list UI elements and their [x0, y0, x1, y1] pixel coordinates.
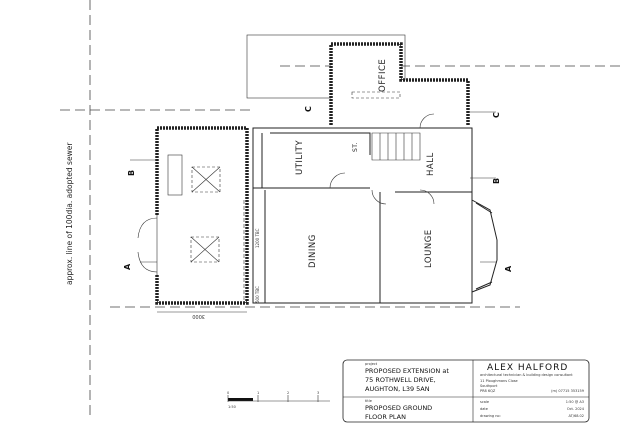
- room-label-office: OFFICE: [378, 59, 388, 92]
- scale-bar: 0 1 2 3 1:50: [227, 391, 330, 409]
- phone: (m) 07715 353159: [551, 389, 584, 393]
- address-line-1: 11 Ploughmans Close: [480, 379, 518, 383]
- house-outline: [252, 127, 473, 304]
- dimension-depth: 1200 TBC: [255, 228, 260, 248]
- address-line-2: Southport: [480, 384, 498, 388]
- rooflight-1: [191, 166, 221, 193]
- title-caption: title: [365, 399, 372, 403]
- title-line-2: FLOOR PLAN: [365, 413, 406, 421]
- title-block: project PROPOSED EXTENSION at 75 ROTHWEL…: [342, 359, 590, 423]
- room-label-lounge: LOUNGE: [424, 229, 434, 268]
- section-marker-c-right: C: [492, 112, 501, 118]
- company-tagline: architectural technician & building desi…: [480, 373, 573, 377]
- utility-walls: [253, 132, 371, 189]
- project-caption: project: [365, 362, 378, 366]
- scale-tick-0: 0: [227, 391, 229, 395]
- drawing-no-caption: drawing no:: [480, 414, 501, 418]
- dining-lounge-walls: [264, 190, 472, 303]
- rooflight-2-cross: [190, 236, 220, 263]
- address-line-3: PR8 6QZ: [480, 389, 496, 393]
- kitchen-sink-unit: [167, 154, 183, 196]
- section-lines: [130, 111, 497, 263]
- section-marker-b-right: B: [492, 178, 501, 184]
- bay-window-inner: [475, 202, 493, 290]
- project-line-1: PROPOSED EXTENSION at: [365, 367, 449, 375]
- drawing-no-value: AT/68.02: [569, 414, 584, 418]
- office-walls: [329, 42, 470, 125]
- patio-door-swing: [137, 217, 158, 273]
- section-marker-a-right: A: [504, 265, 513, 272]
- extension-walls: [155, 126, 249, 305]
- project-line-2: 75 ROTHWELL DRIVE,: [365, 376, 436, 384]
- room-label-hall: HALL: [426, 152, 436, 176]
- scale-caption: scale: [480, 400, 489, 404]
- scale-tick-2: 2: [287, 391, 289, 395]
- section-marker-c-mid: C: [304, 106, 313, 112]
- section-marker-b-left: B: [127, 170, 136, 176]
- scale-tick-3: 3: [317, 391, 319, 395]
- date-value: Oct. 2024: [567, 407, 585, 411]
- dimension-width: 3000: [192, 313, 205, 319]
- dimension-wall: 500 TBC: [255, 286, 260, 303]
- sewer-note: approx. line of 100dia. adopted sewer: [65, 142, 74, 285]
- room-label-utility: UTILITY: [295, 140, 305, 175]
- room-label-store: ST.: [352, 142, 359, 152]
- scale-label: 1:50: [228, 405, 236, 409]
- company-name: ALEX HALFORD: [487, 363, 568, 373]
- scale-tick-1: 1: [257, 391, 259, 395]
- room-label-dining: DINING: [308, 234, 318, 268]
- project-line-3: AUGHTON, L39 5AN: [365, 385, 430, 393]
- scale-value: 1:50 @ A3: [566, 400, 584, 404]
- bay-window: [471, 199, 498, 293]
- door-swings: [329, 113, 435, 205]
- stairs: [371, 132, 421, 161]
- office-worktop: [351, 91, 401, 99]
- date-caption: date: [480, 407, 488, 411]
- garage-outline: [246, 34, 406, 99]
- rooflight-1-cross: [191, 166, 221, 193]
- title-line-1: PROPOSED GROUND: [365, 404, 432, 412]
- rooflight-2: [190, 236, 220, 263]
- section-marker-a-left: A: [123, 263, 132, 270]
